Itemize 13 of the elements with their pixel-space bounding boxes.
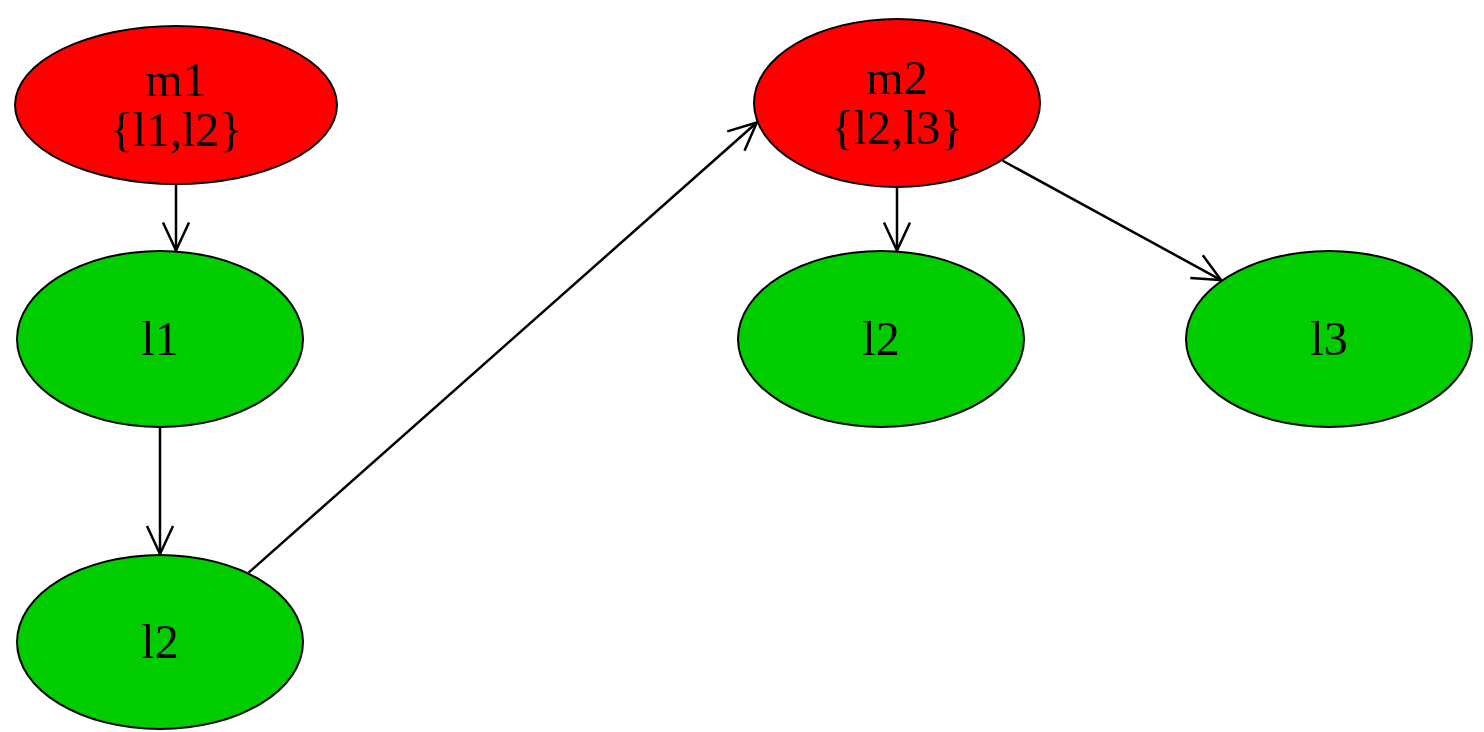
node-label: m2 bbox=[866, 52, 928, 103]
node-label: l2 bbox=[141, 616, 179, 668]
arrow bbox=[882, 188, 912, 252]
arrow bbox=[247, 121, 759, 574]
node-label: l1 bbox=[141, 313, 179, 365]
arrow bbox=[145, 428, 175, 556]
node-label: l3 bbox=[1310, 313, 1348, 365]
node-label: l2 bbox=[862, 313, 900, 365]
node-label: m1 bbox=[145, 54, 207, 105]
node-label: {l2,l3} bbox=[830, 103, 964, 154]
arrow bbox=[161, 185, 191, 252]
node-label: {l1,l2} bbox=[109, 105, 243, 156]
arrow bbox=[1002, 159, 1223, 282]
